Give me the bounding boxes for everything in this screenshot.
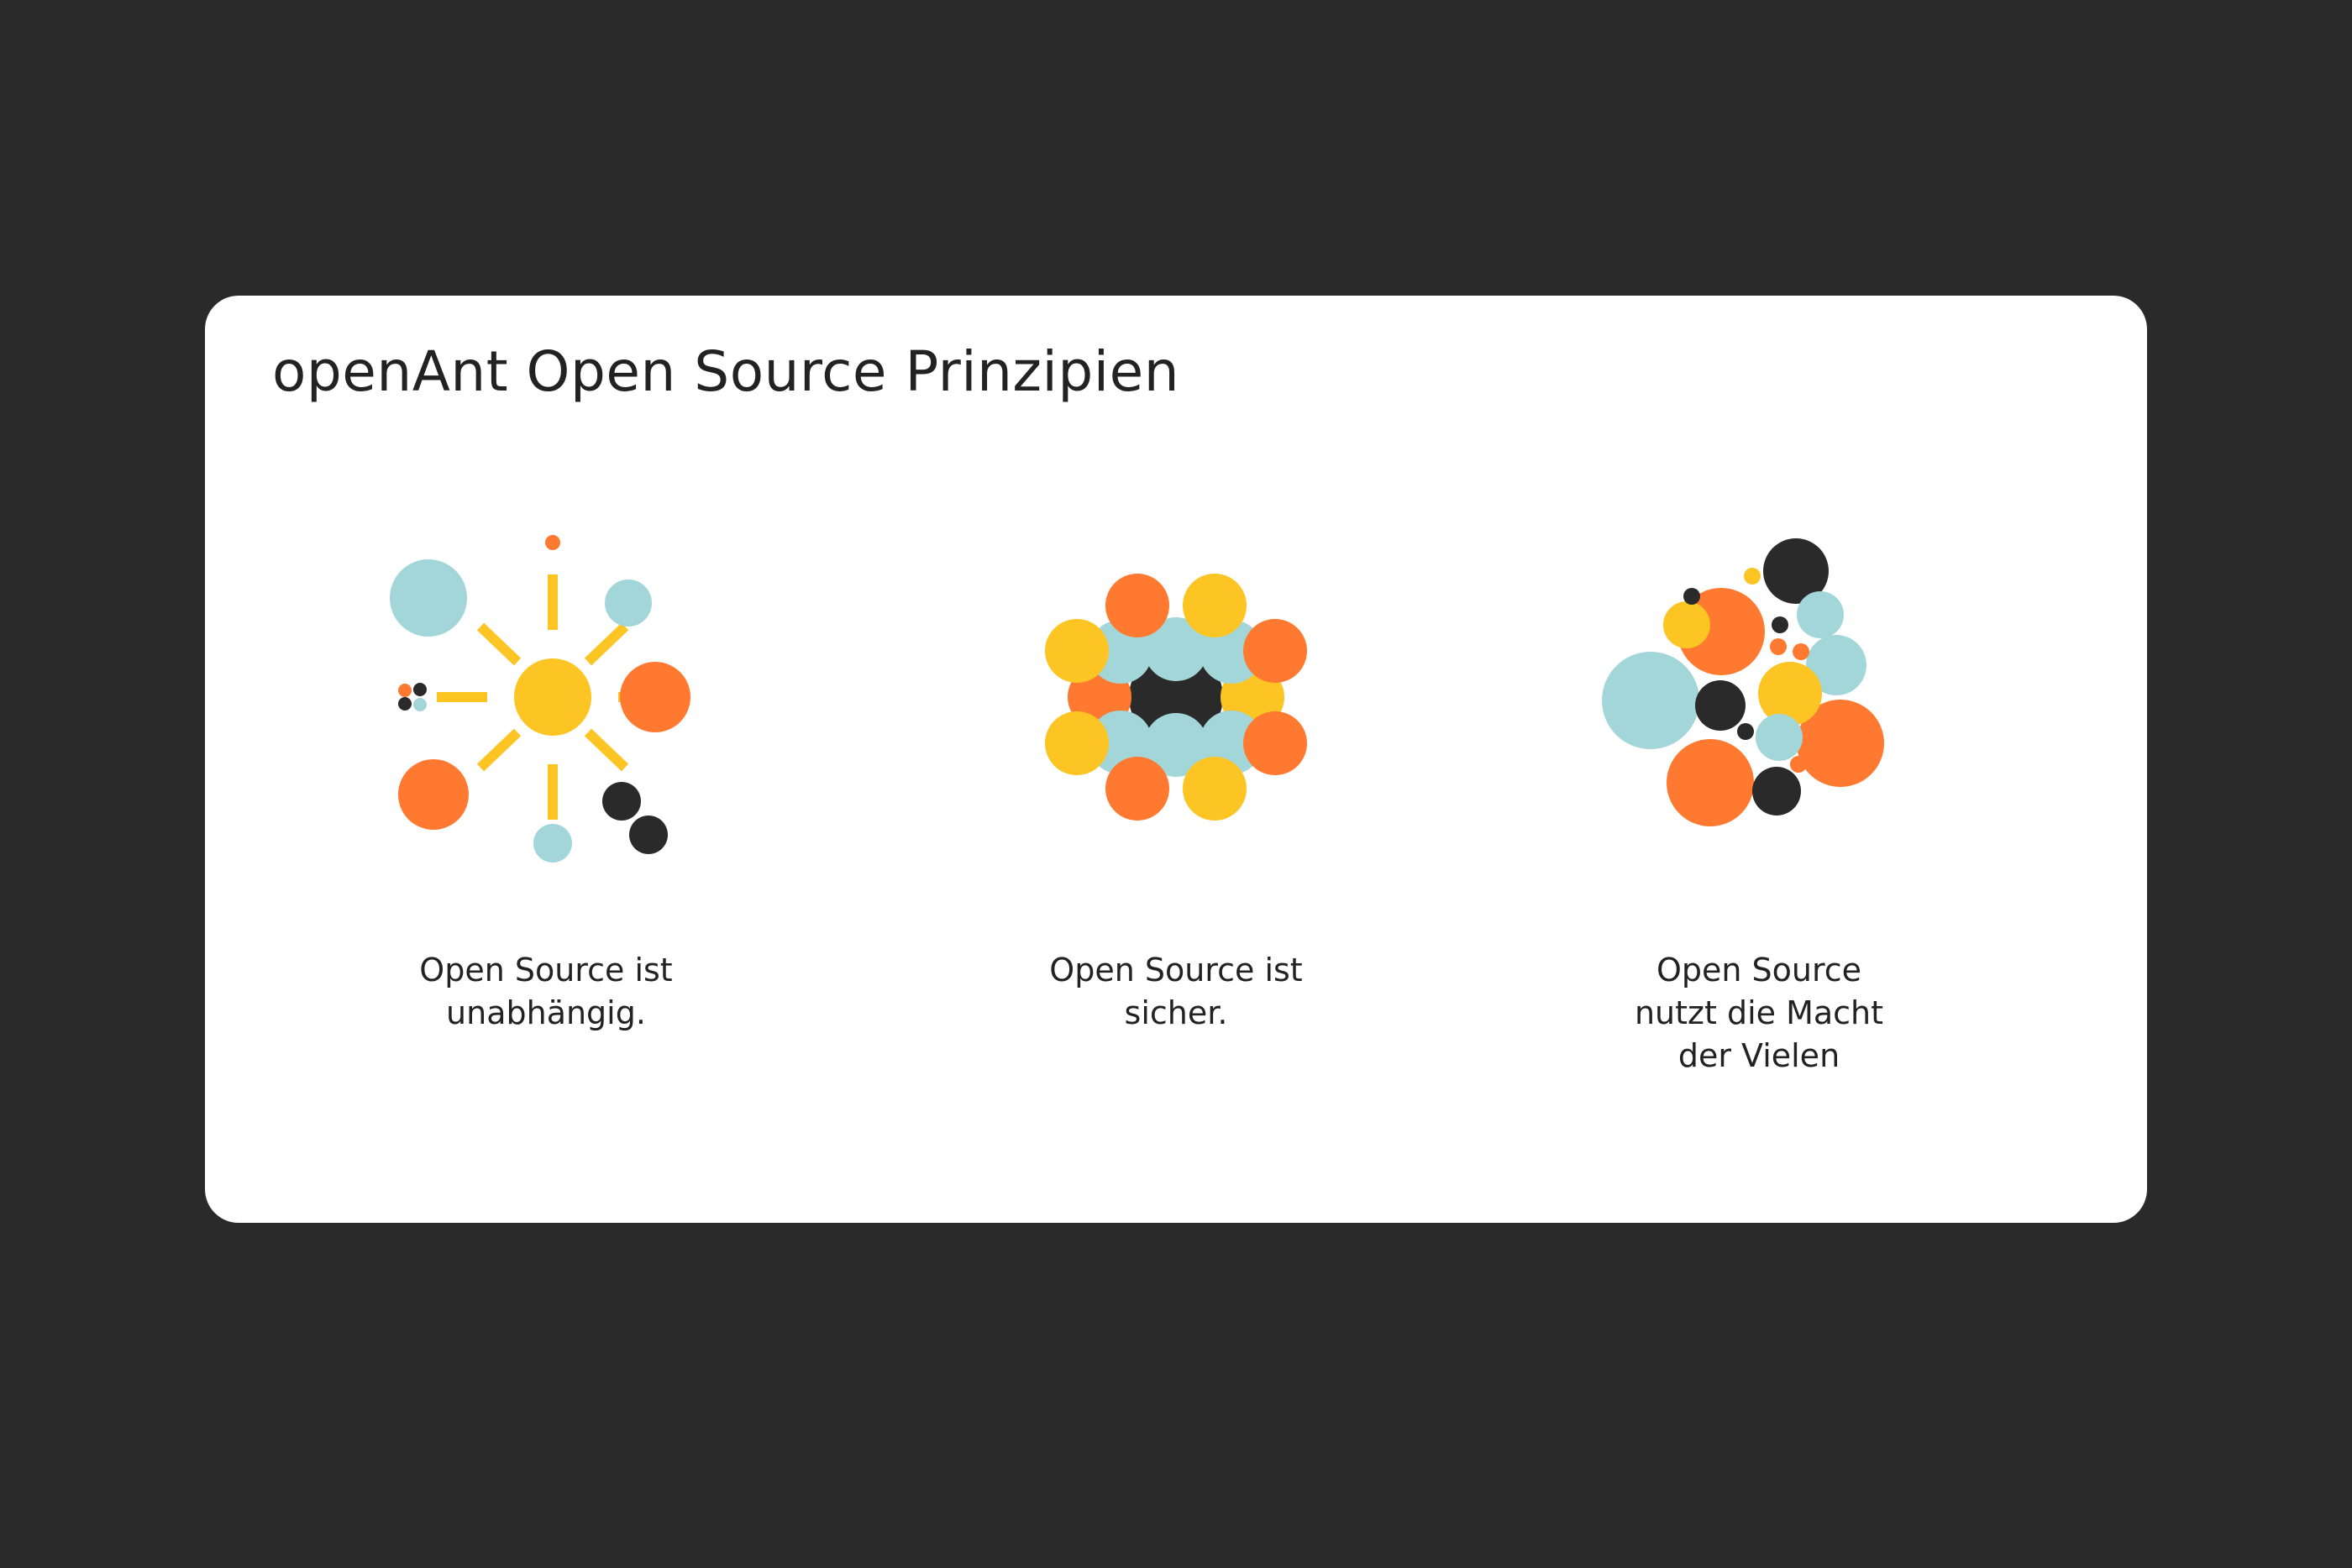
principle-caption: Open Source ist unabhängig. <box>419 952 673 1031</box>
card-title: openAnt Open Source Prinzipien <box>272 339 1180 404</box>
principle-independent: Open Source ist unabhängig. <box>311 296 781 1223</box>
independence-sun-icon <box>390 535 690 863</box>
principle-secure: Open Source ist sicher. <box>941 296 1411 1223</box>
principles-card: openAnt Open Source Prinzipien <box>205 296 2147 1223</box>
principle-caption: Open Source nutzt die Macht der Vielen <box>1634 952 1884 1074</box>
principle-many: Open Source nutzt die Macht der Vielen <box>1524 296 1994 1223</box>
principle-caption: Open Source ist sicher. <box>1049 952 1303 1031</box>
security-ring-icon <box>1045 574 1307 821</box>
many-circles-cluster-icon <box>1602 538 1884 826</box>
